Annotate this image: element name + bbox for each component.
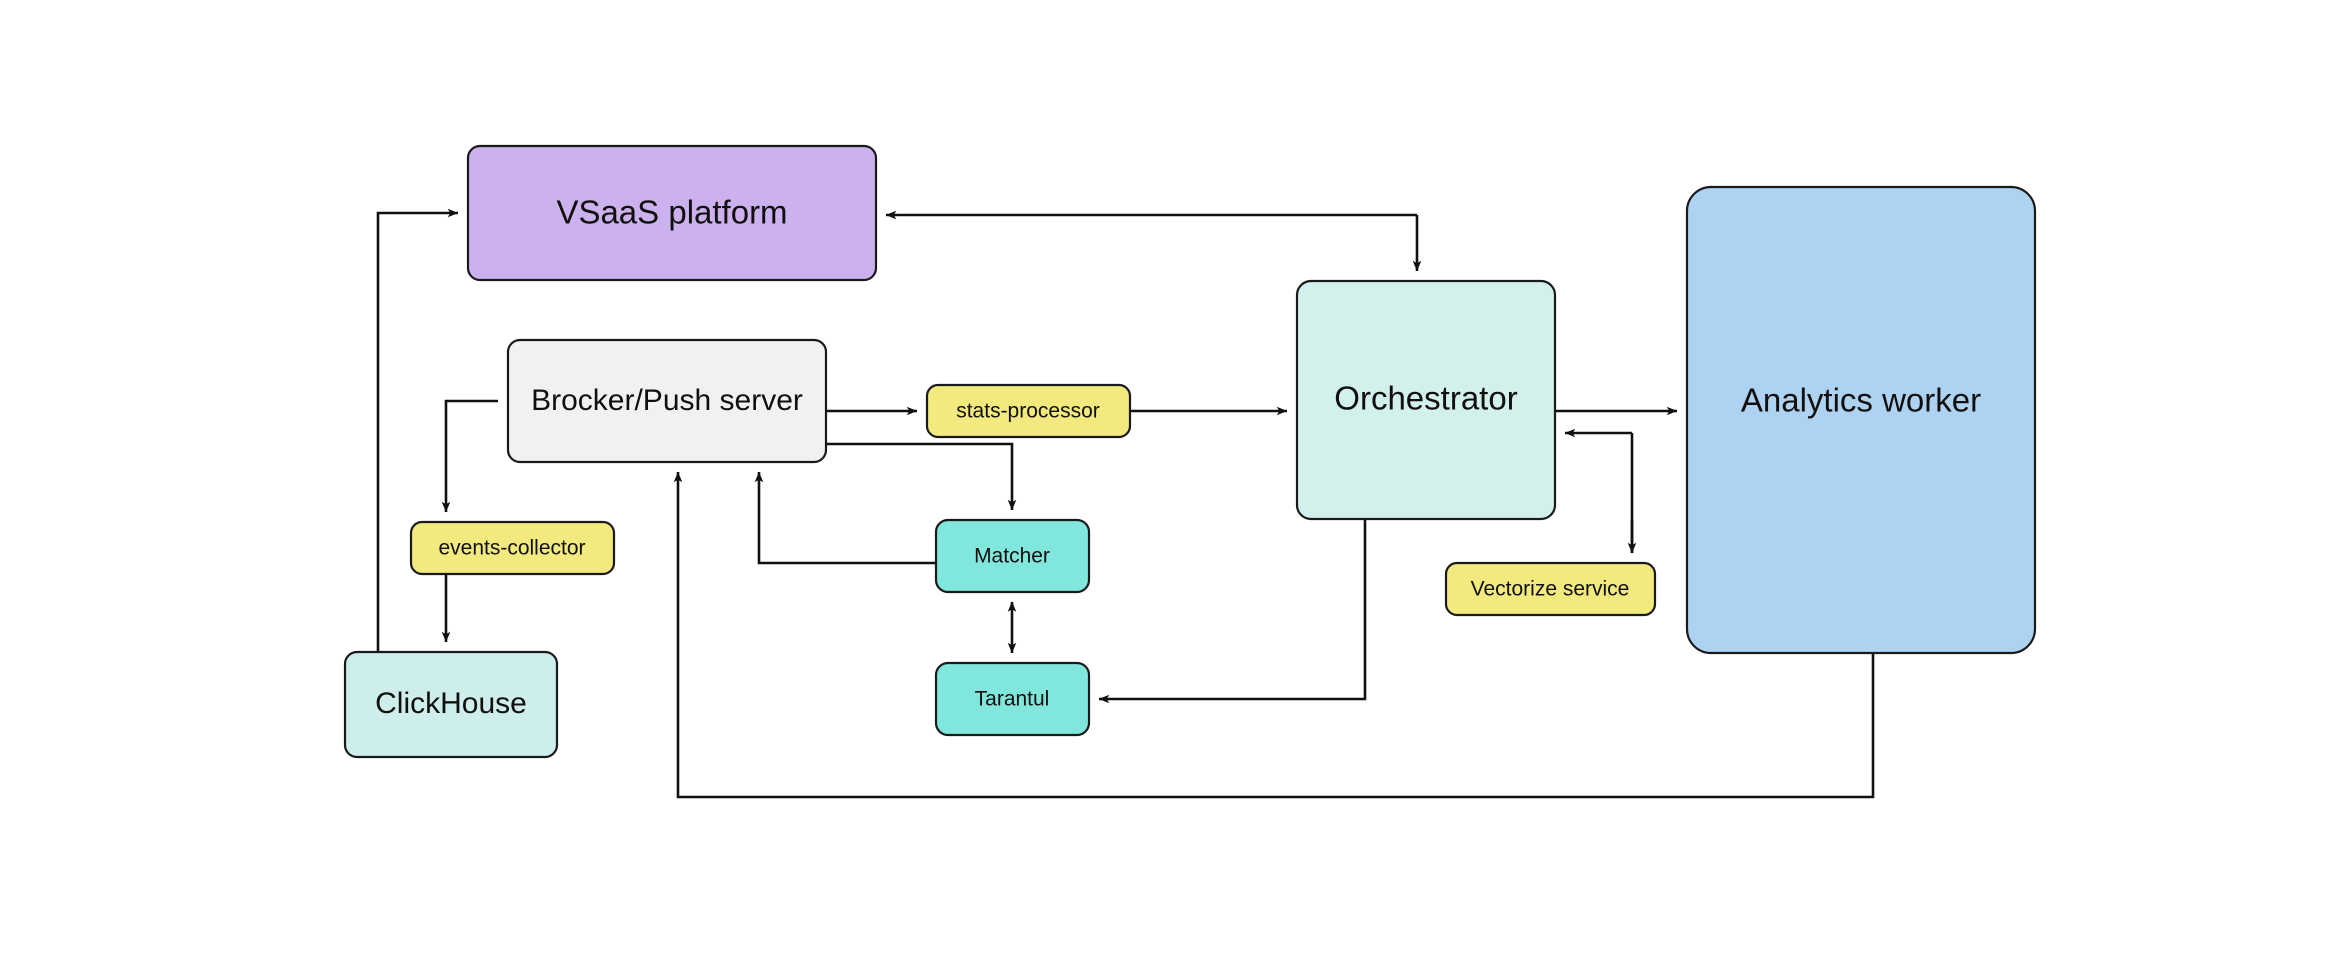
tarantul-label: Tarantul (975, 688, 1050, 711)
orchestrator-label: Orchestrator (1334, 380, 1517, 417)
edge-layer (376, 208, 1875, 799)
node-layer: VSaaS platform Brocker/Push server event… (343, 144, 2037, 759)
matcher-label: Matcher (974, 545, 1050, 568)
node-stats-processor[interactable]: stats-processor (925, 383, 1132, 439)
brocker-push-server-box[interactable] (506, 338, 828, 464)
node-tarantul[interactable]: Tarantul (934, 661, 1091, 737)
tarantul-box[interactable] (934, 661, 1091, 737)
vectorize-service-pill[interactable] (1444, 561, 1657, 617)
vectorize-service-label: Vectorize service (1471, 578, 1630, 601)
node-matcher[interactable]: Matcher (934, 518, 1091, 594)
node-vectorize-service[interactable]: Vectorize service (1444, 561, 1657, 617)
clickhouse-box[interactable] (343, 650, 559, 759)
edge-orchestrator-to-tarantul (1098, 519, 1367, 704)
node-orchestrator[interactable]: Orchestrator (1295, 279, 1557, 521)
stats-processor-label: stats-processor (956, 400, 1100, 423)
edge-matcher-to-brocker (754, 471, 936, 565)
events-collector-pill[interactable] (409, 520, 616, 576)
node-events-collector[interactable]: events-collector (409, 520, 616, 576)
edge-brocker-to-matcher (826, 442, 1017, 511)
node-brocker-push-server[interactable]: Brocker/Push server (506, 338, 828, 464)
brocker-push-server-label: Brocker/Push server (531, 384, 803, 417)
edge-analytics-worker-to-brocker (673, 471, 1875, 799)
clickhouse-label: ClickHouse (375, 687, 527, 720)
node-vsaas-platform[interactable]: VSaaS platform (466, 144, 878, 282)
analytics-worker-label: Analytics worker (1741, 382, 1981, 419)
edge-brocker-to-events-collector (441, 399, 498, 513)
orchestrator-box[interactable] (1295, 279, 1557, 521)
node-analytics-worker[interactable]: Analytics worker (1685, 185, 2037, 655)
vsaas-platform-label: VSaaS platform (556, 194, 787, 231)
matcher-box[interactable] (934, 518, 1091, 594)
analytics-worker-box[interactable] (1685, 185, 2037, 655)
edge-clickhouse-to-vsaas (376, 208, 459, 652)
node-clickhouse[interactable]: ClickHouse (343, 650, 559, 759)
events-collector-label: events-collector (438, 537, 585, 560)
stats-processor-pill[interactable] (925, 383, 1132, 439)
vsaas-platform-box[interactable] (466, 144, 878, 282)
